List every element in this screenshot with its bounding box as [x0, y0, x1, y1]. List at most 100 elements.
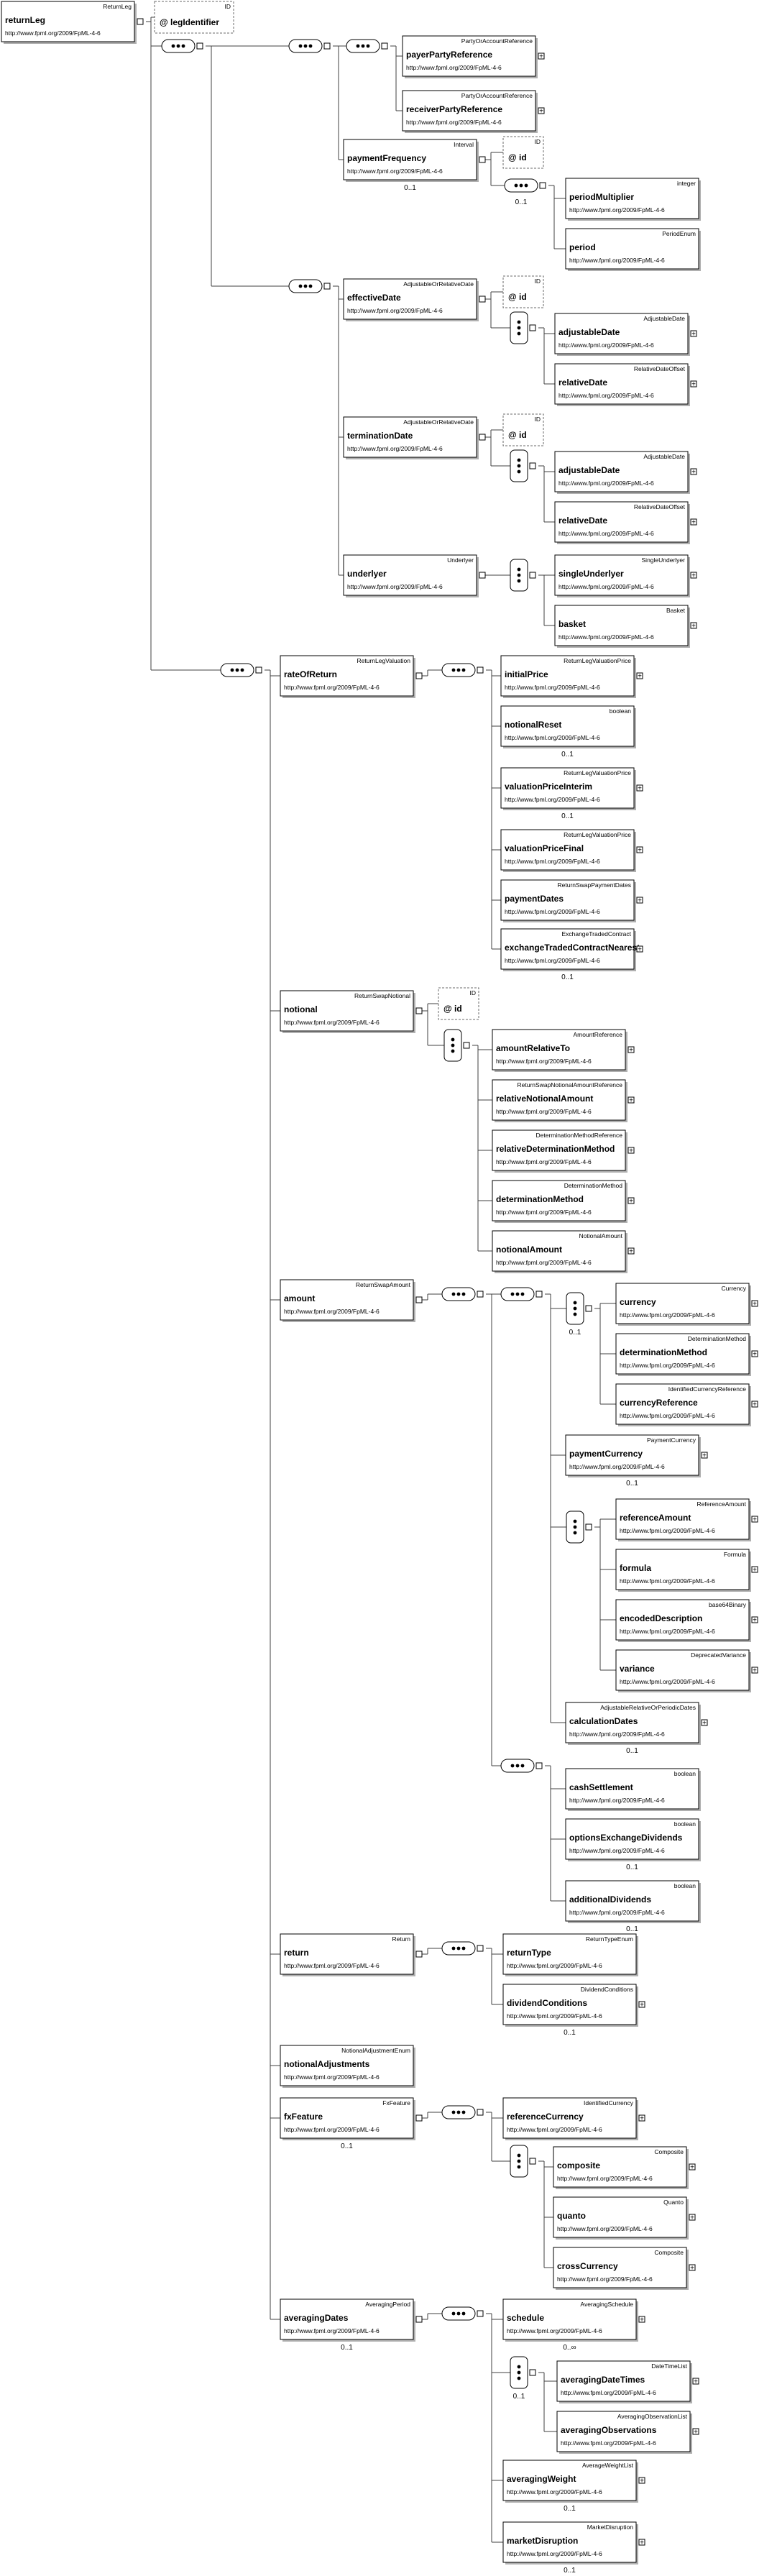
element-relativeDate2-expand-toggle[interactable]: [690, 518, 697, 526]
element-effectiveDate-collapse-toggle[interactable]: [479, 295, 486, 303]
element-referenceAmount[interactable]: [615, 1498, 750, 1540]
element-encodedDescription-expand-toggle[interactable]: [751, 1616, 758, 1623]
element-quanto[interactable]: [553, 2196, 687, 2238]
element-paymentFrequency[interactable]: [343, 139, 477, 180]
element-variance[interactable]: [615, 1649, 750, 1691]
element-notionalAmount-expand-toggle[interactable]: [627, 1247, 635, 1255]
element-valuationPriceInterim[interactable]: [500, 767, 635, 809]
choice-terminationDate-collapse-toggle[interactable]: [529, 462, 536, 469]
element-currency-expand-toggle[interactable]: [751, 1300, 758, 1307]
element-schedule-expand-toggle[interactable]: [638, 2316, 645, 2323]
element-relativeDeterminationMethod-expand-toggle[interactable]: [627, 1147, 635, 1154]
element-exchangeTradedContractNearest[interactable]: [500, 928, 635, 970]
choice-averagingDateTimes-collapse-toggle[interactable]: [529, 2369, 536, 2376]
element-relativeNotionalAmount-expand-toggle[interactable]: [627, 1096, 635, 1104]
sequence-s1b-collapse-toggle[interactable]: [323, 283, 331, 290]
element-singleUnderlyer[interactable]: [554, 554, 689, 596]
element-adjustableDate2-expand-toggle[interactable]: [690, 468, 697, 475]
element-singleUnderlyer-expand-toggle[interactable]: [690, 572, 697, 579]
element-crossCurrency-expand-toggle[interactable]: [689, 2264, 696, 2271]
element-determinationMethod2-expand-toggle[interactable]: [751, 1350, 758, 1357]
element-terminationDate[interactable]: [343, 416, 477, 458]
element-marketDisruption[interactable]: [502, 2521, 637, 2563]
sequence-rateOfReturn-collapse-toggle[interactable]: [477, 666, 484, 674]
root-element-returnLeg[interactable]: [1, 1, 135, 42]
element-averagingDates[interactable]: [280, 2298, 414, 2340]
element-schedule[interactable]: [502, 2298, 637, 2340]
element-averagingDates-collapse-toggle[interactable]: [415, 2316, 423, 2323]
element-notionalAdjustments[interactable]: [280, 2045, 414, 2086]
choice-referenceAmount-collapse-toggle[interactable]: [585, 1523, 592, 1531]
choice-effectiveDate-collapse-toggle[interactable]: [529, 324, 536, 331]
element-basket[interactable]: [554, 605, 689, 646]
element-referenceAmount-expand-toggle[interactable]: [751, 1516, 758, 1523]
element-returnType[interactable]: [502, 1933, 637, 1975]
sequence-averagingDates-collapse-toggle[interactable]: [477, 2310, 484, 2317]
root-collapse-toggle[interactable]: [137, 18, 144, 25]
element-rateOfReturn-collapse-toggle[interactable]: [415, 672, 423, 679]
sequence-amount-collapse-toggle[interactable]: [477, 1291, 484, 1298]
element-composite[interactable]: [553, 2146, 687, 2188]
element-currency[interactable]: [615, 1283, 750, 1324]
element-payerPartyReference-expand-toggle[interactable]: [538, 52, 545, 60]
element-valuationPriceFinal[interactable]: [500, 829, 635, 871]
element-averagingObservations[interactable]: [556, 2411, 691, 2452]
element-payerPartyReference[interactable]: [402, 35, 536, 77]
sequence-amount-b-collapse-toggle[interactable]: [535, 1762, 543, 1769]
element-currencyReference[interactable]: [615, 1383, 750, 1425]
element-amountRelativeTo[interactable]: [492, 1029, 626, 1071]
sequence-return-collapse-toggle[interactable]: [477, 1945, 484, 1952]
sequence-main-1-collapse-toggle[interactable]: [196, 42, 203, 50]
element-return[interactable]: [280, 1933, 414, 1975]
element-relativeDate1[interactable]: [554, 363, 689, 405]
element-averagingDateTimes[interactable]: [556, 2360, 691, 2402]
attribute-id_effectiveDate[interactable]: [502, 275, 544, 308]
element-return-collapse-toggle[interactable]: [415, 1951, 423, 1958]
element-terminationDate-collapse-toggle[interactable]: [479, 434, 486, 441]
element-quanto-expand-toggle[interactable]: [689, 2214, 696, 2221]
element-determinationMethod[interactable]: [492, 1180, 626, 1221]
element-notionalReset[interactable]: [500, 705, 635, 747]
element-determinationMethod2[interactable]: [615, 1333, 750, 1375]
element-amount[interactable]: [280, 1279, 414, 1321]
sequence-s1a-collapse-toggle[interactable]: [323, 42, 331, 50]
element-valuationPriceFinal-expand-toggle[interactable]: [636, 846, 643, 853]
element-notionalAmount[interactable]: [492, 1230, 626, 1272]
element-underlyer[interactable]: [343, 554, 477, 596]
element-periodMultiplier[interactable]: [565, 178, 699, 219]
element-amount-collapse-toggle[interactable]: [415, 1296, 423, 1303]
element-notional[interactable]: [280, 990, 414, 1032]
element-adjustableDate1[interactable]: [554, 313, 689, 354]
choice-underlyer-collapse-toggle[interactable]: [529, 572, 536, 579]
attribute-legIdentifier[interactable]: [154, 1, 234, 34]
attribute-id_terminationDate[interactable]: [502, 413, 544, 446]
element-referenceCurrency-expand-toggle[interactable]: [638, 2114, 645, 2122]
element-basket-expand-toggle[interactable]: [690, 622, 697, 629]
element-formula[interactable]: [615, 1549, 750, 1590]
element-dividendConditions-expand-toggle[interactable]: [638, 2001, 645, 2008]
element-receiverPartyReference[interactable]: [402, 90, 536, 132]
element-receiverPartyReference-expand-toggle[interactable]: [538, 107, 545, 114]
choice-fxFeature-collapse-toggle[interactable]: [529, 2158, 536, 2165]
element-adjustableDate2[interactable]: [554, 451, 689, 492]
element-averagingDateTimes-expand-toggle[interactable]: [692, 2378, 699, 2385]
element-referenceCurrency[interactable]: [502, 2097, 637, 2139]
element-adjustableDate1-expand-toggle[interactable]: [690, 330, 697, 337]
element-relativeDeterminationMethod[interactable]: [492, 1129, 626, 1171]
element-fxFeature[interactable]: [280, 2097, 414, 2139]
element-paymentFrequency-collapse-toggle[interactable]: [479, 156, 486, 163]
element-additionalDividends[interactable]: [565, 1880, 699, 1922]
element-paymentCurrency-expand-toggle[interactable]: [701, 1452, 708, 1459]
element-rateOfReturn[interactable]: [280, 655, 414, 697]
element-variance-expand-toggle[interactable]: [751, 1667, 758, 1674]
element-dividendConditions[interactable]: [502, 1984, 637, 2025]
element-calculationDates[interactable]: [565, 1702, 699, 1743]
choice-currency-collapse-toggle[interactable]: [585, 1305, 592, 1312]
element-fxFeature-collapse-toggle[interactable]: [415, 2114, 423, 2122]
element-relativeDate2[interactable]: [554, 501, 689, 543]
element-cashSettlement[interactable]: [565, 1768, 699, 1810]
element-initialPrice-expand-toggle[interactable]: [636, 672, 643, 679]
choice-notional-collapse-toggle[interactable]: [463, 1042, 470, 1049]
element-currencyReference-expand-toggle[interactable]: [751, 1401, 758, 1408]
element-amountRelativeTo-expand-toggle[interactable]: [627, 1046, 635, 1053]
